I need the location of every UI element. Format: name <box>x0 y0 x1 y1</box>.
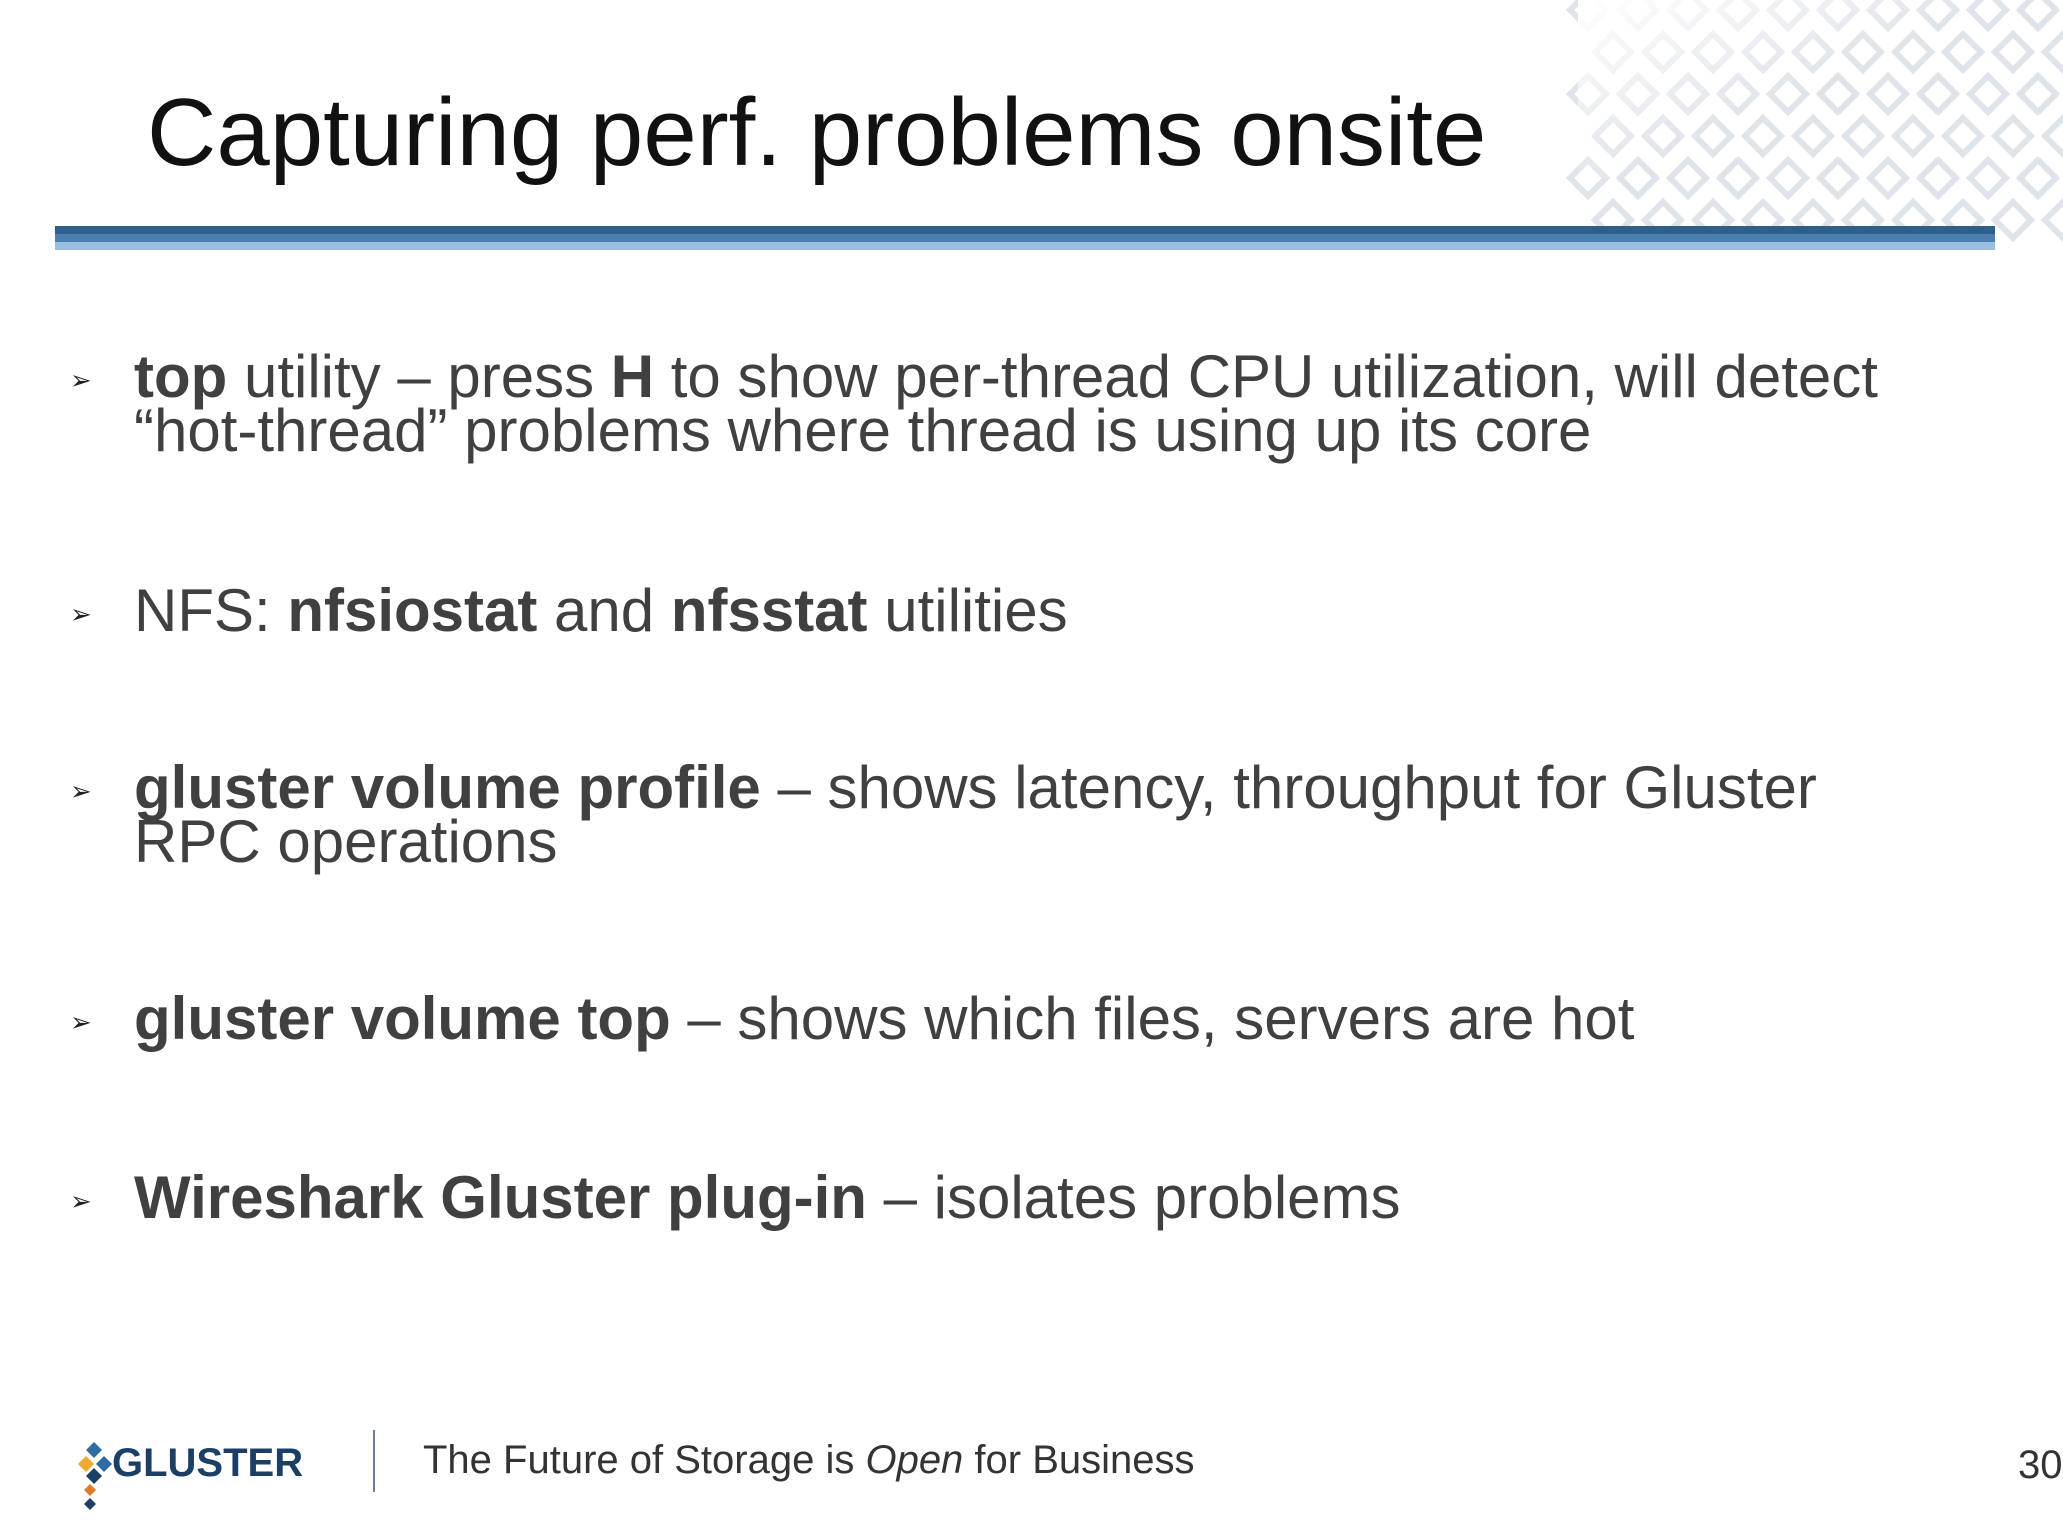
page-number: 30 <box>2018 1443 2063 1487</box>
bold-run: nfsstat <box>670 577 868 644</box>
gluster-logo-mark-icon <box>78 1442 112 1510</box>
text-run: RPC operations <box>134 808 558 875</box>
bullet-arrow-icon: ➢ <box>70 365 92 395</box>
text-run: and <box>537 577 671 644</box>
bold-run: gluster volume profile <box>134 754 761 821</box>
text-run: – shows latency, throughput for Gluster <box>760 754 1817 821</box>
bullet-arrow-icon: ➢ <box>70 776 92 806</box>
bullet-text: gluster volume top – shows which files, … <box>134 989 1994 1049</box>
bullet-arrow-icon: ➢ <box>70 599 92 629</box>
bullet-text: Wireshark Gluster plug-in – isolates pro… <box>134 1168 1994 1228</box>
tagline-emphasis: Open <box>865 1438 964 1482</box>
text-run: utilities <box>867 577 1068 644</box>
gluster-logo: GLUSTER <box>78 1441 303 1510</box>
text-run: utility – press <box>227 343 611 410</box>
corner-pattern-decoration <box>1565 0 2063 243</box>
bold-run: H <box>610 343 655 410</box>
bullet-text-continued: RPC operations <box>134 812 1994 872</box>
footer-divider <box>373 1430 375 1492</box>
text-run: to show per-thread CPU utilization, will… <box>654 343 1878 410</box>
bullet-text: gluster volume profile – shows latency, … <box>134 758 1994 818</box>
bold-run: top <box>134 343 228 410</box>
title-rule <box>55 226 1995 250</box>
footer-tagline: The Future of Storage is Open for Busine… <box>423 1438 1195 1483</box>
bold-run: nfsiostat <box>287 577 538 644</box>
tagline-prefix: The Future of Storage is <box>423 1438 866 1482</box>
bullet-text: NFS: nfsiostat and nfsstat utilities <box>134 581 1994 641</box>
text-run: “hot-thread” problems where thread is us… <box>134 397 1592 464</box>
bold-run: gluster volume top <box>134 985 671 1052</box>
text-run: – shows which files, servers are hot <box>670 985 1635 1052</box>
bold-run: Wireshark Gluster plug-in <box>134 1164 867 1231</box>
svg-text:GLUSTER: GLUSTER <box>112 1441 303 1485</box>
bullet-text-continued: “hot-thread” problems where thread is us… <box>134 401 1994 461</box>
slide-title: Capturing perf. problems onsite <box>147 79 1487 186</box>
bullet-text: top utility – press H to show per-thread… <box>134 347 1994 407</box>
tagline-suffix: for Business <box>963 1438 1195 1482</box>
bullet-arrow-icon: ➢ <box>70 1007 92 1037</box>
text-run: – isolates problems <box>866 1164 1401 1231</box>
bullet-arrow-icon: ➢ <box>70 1186 92 1216</box>
text-run: NFS: <box>134 577 288 644</box>
